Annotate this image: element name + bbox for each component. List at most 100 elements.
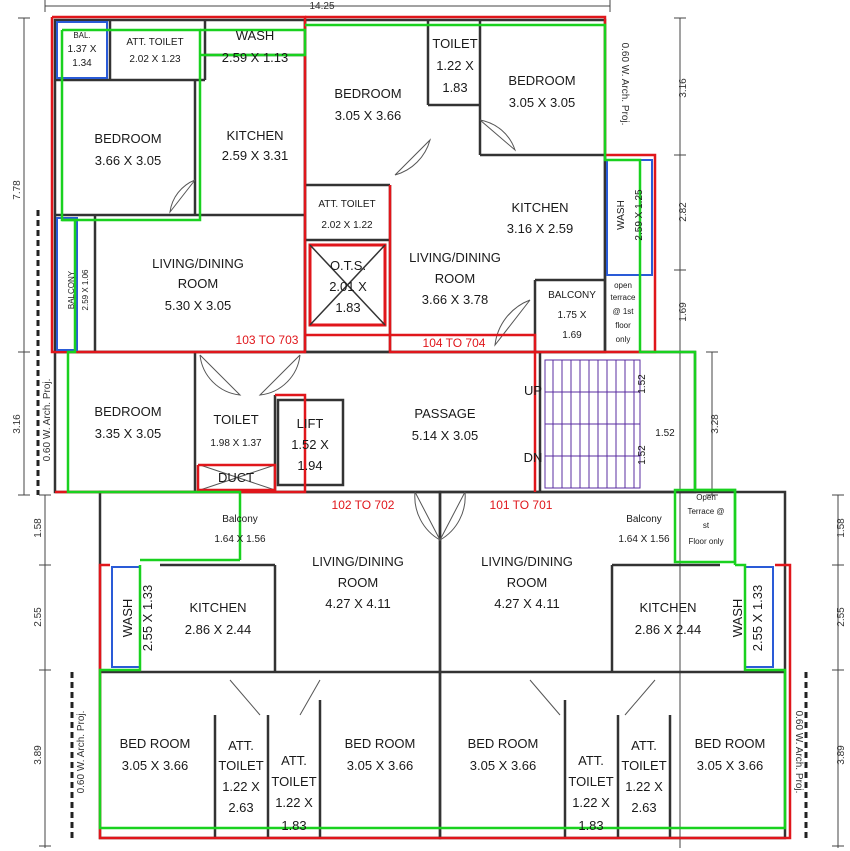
- arch-proj-right-bottom: 0.60 W. Arch. Proj.: [793, 711, 804, 794]
- att-toilet-5b-l1: ATT.: [281, 753, 307, 768]
- kitchen-5-size: 2.86 X 2.44: [185, 622, 252, 637]
- dim-left-3: 1.58: [33, 518, 44, 538]
- bedroom-5b-size: 3.05 X 3.66: [347, 758, 414, 773]
- bal-name: BAL.: [73, 31, 90, 40]
- att-toilet-5a-l4: 2.63: [228, 800, 253, 815]
- wash-1-size: 2.59 X 1.13: [222, 50, 289, 65]
- balcony-6-size: 1.64 X 1.56: [618, 534, 670, 545]
- toilet-4-name: TOILET: [213, 412, 258, 427]
- bedroom-6b-size: 3.05 X 3.66: [697, 758, 764, 773]
- green-outlines: [60, 23, 787, 830]
- kitchen-1-size: 2.59 X 3.31: [222, 148, 289, 163]
- att-toilet-1-name: ATT. TOILET: [126, 37, 183, 48]
- stair-dim-3: 1.52: [637, 445, 648, 465]
- balcony-6-name: Balcony: [626, 514, 662, 525]
- open-terrace-2-l2: Terrace @: [687, 507, 724, 516]
- ots-l3: 1.83: [335, 300, 360, 315]
- kitchen-2-size: 3.16 X 2.59: [507, 221, 574, 236]
- kitchen-6-size: 2.86 X 2.44: [635, 622, 702, 637]
- dim-left-4: 2.55: [33, 607, 44, 627]
- bedroom-1-name: BEDROOM: [94, 131, 161, 146]
- arch-projections: [36, 210, 808, 838]
- bedroom-4-name: BEDROOM: [94, 404, 161, 419]
- bal-l3: 1.34: [72, 58, 92, 69]
- att-toilet-5b-l2: TOILET: [271, 774, 316, 789]
- toilet-2-l2: 1.22 X: [436, 58, 474, 73]
- bal-l2: 1.37 X: [68, 44, 97, 55]
- passage-size: 5.14 X 3.05: [412, 428, 479, 443]
- balcony-2-l3: 1.69: [562, 330, 582, 341]
- wash-6-size: 2.55 X 1.33: [750, 585, 765, 652]
- lift-l2: 1.52 X: [291, 437, 329, 452]
- ots-name: O.T.S.: [330, 258, 366, 273]
- open-terrace-1-l2: terrace: [611, 293, 636, 302]
- att-toilet-5a-l2: TOILET: [218, 758, 263, 773]
- dimension-lines: [18, 0, 844, 848]
- dim-left-2: 3.16: [12, 414, 23, 434]
- blue-outlines: [56, 21, 774, 668]
- arch-proj-right-top: 0.60 W. Arch. Proj.: [619, 43, 630, 126]
- flat-label-102-702: 102 TO 702: [332, 498, 395, 512]
- bedroom-2-size: 3.05 X 3.66: [335, 108, 402, 123]
- balcony-1-name: BALCONY: [67, 270, 76, 309]
- att-toilet-6b-l3: 1.22 X: [625, 779, 663, 794]
- att-toilet-5a-l1: ATT.: [228, 738, 254, 753]
- att-toilet-5a-l3: 1.22 X: [222, 779, 260, 794]
- dim-right-5: 1.58: [836, 518, 847, 538]
- bedroom-3-size: 3.05 X 3.05: [509, 95, 576, 110]
- living-1-size: 5.30 X 3.05: [165, 298, 232, 313]
- dim-right-6: 2.55: [836, 607, 847, 627]
- living-1-l2: ROOM: [178, 276, 218, 291]
- duct-name: DUCT: [218, 470, 254, 485]
- room-labels: BAL. 1.37 X 1.34 ATT. TOILET 2.02 X 1.23…: [67, 28, 765, 833]
- bedroom-5b-name: BED ROOM: [345, 736, 416, 751]
- open-terrace-2-l4: Floor only: [688, 537, 723, 546]
- flat-label-101-701: 101 TO 701: [490, 498, 553, 512]
- staircase: [544, 359, 641, 489]
- bedroom-6a-size: 3.05 X 3.66: [470, 758, 537, 773]
- att-toilet-5b-l3: 1.22 X: [275, 795, 313, 810]
- att-toilet-6a-l4: 1.83: [578, 818, 603, 833]
- lift-l3: 1.94: [297, 458, 322, 473]
- open-terrace-1-l5: only: [616, 335, 631, 344]
- bedroom-5a-size: 3.05 X 3.66: [122, 758, 189, 773]
- lift-name: LIFT: [297, 416, 324, 431]
- wash-2-size: 2.59 X 1.25: [634, 189, 645, 241]
- bedroom-1-size: 3.66 X 3.05: [95, 153, 162, 168]
- att-toilet-1-size: 2.02 X 1.23: [129, 54, 181, 65]
- att-toilet-6a-l1: ATT.: [578, 753, 604, 768]
- lift-shaft: [199, 464, 276, 491]
- bedroom-6b-name: BED ROOM: [695, 736, 766, 751]
- balcony-5-name: Balcony: [222, 514, 258, 525]
- dim-right-7: 3.89: [836, 745, 847, 765]
- dim-top-total: 14.25: [309, 1, 334, 12]
- bedroom-3-name: BEDROOM: [508, 73, 575, 88]
- balcony-2-name: BALCONY: [548, 290, 596, 301]
- balcony-2-l2: 1.75 X: [558, 310, 587, 321]
- living-2-name: LIVING/DINING: [409, 250, 501, 265]
- balcony-5-size: 1.64 X 1.56: [214, 534, 266, 545]
- toilet-4-size: 1.98 X 1.37: [210, 438, 262, 449]
- passage-name: PASSAGE: [414, 406, 476, 421]
- dim-left-5: 3.89: [33, 745, 44, 765]
- open-terrace-2-l3: st: [703, 521, 710, 530]
- flat-label-103-703: 103 TO 703: [236, 333, 299, 347]
- att-toilet-2-name: ATT. TOILET: [318, 199, 375, 210]
- dim-right-3: 1.69: [678, 302, 689, 322]
- dim-right-1: 3.16: [678, 78, 689, 98]
- wash-1-name: WASH: [236, 28, 275, 43]
- flat-label-104-704: 104 TO 704: [423, 336, 486, 350]
- att-toilet-6a-l2: TOILET: [568, 774, 613, 789]
- open-terrace-1-l1: open: [614, 281, 632, 290]
- kitchen-2-name: KITCHEN: [511, 200, 568, 215]
- att-toilet-6b-l1: ATT.: [631, 738, 657, 753]
- dim-left-1: 7.78: [12, 180, 23, 200]
- bedroom-4-size: 3.35 X 3.05: [95, 426, 162, 441]
- door-swings: [169, 119, 656, 716]
- kitchen-5-name: KITCHEN: [189, 600, 246, 615]
- arch-proj-left-top: 0.60 W. Arch. Proj.: [42, 379, 53, 462]
- toilet-2-l3: 1.83: [442, 80, 467, 95]
- att-toilet-6a-l3: 1.22 X: [572, 795, 610, 810]
- toilet-2-name: TOILET: [432, 36, 477, 51]
- wash-5-name: WASH: [120, 599, 135, 638]
